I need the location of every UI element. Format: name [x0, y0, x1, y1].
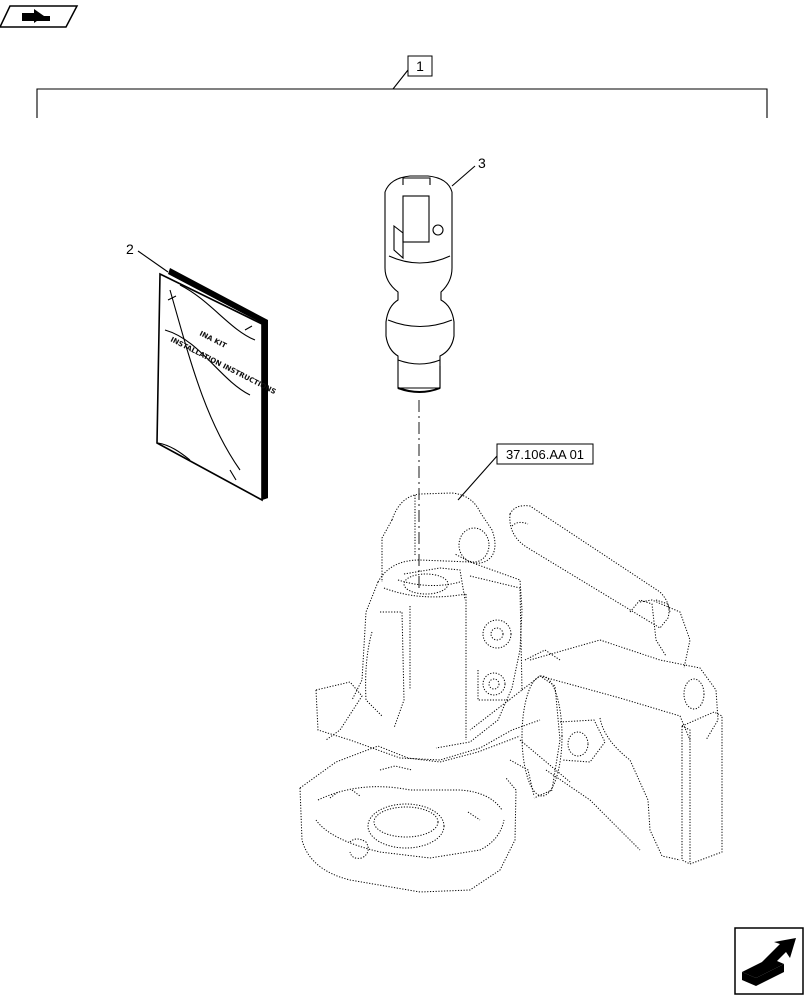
kit-bracket — [36, 69, 768, 118]
next-page-arrow-icon[interactable] — [734, 927, 804, 995]
callout-3-label: 3 — [478, 155, 486, 171]
trailer-hitch-assembly — [299, 492, 723, 893]
callout-2-label: 2 — [126, 241, 134, 257]
installation-manual: INA KIT INSTALLATION INSTRUCTIONS — [156, 268, 277, 502]
callout-1[interactable]: 1 — [407, 55, 433, 77]
callout-1-label: 1 — [416, 58, 424, 74]
coupling-pin — [384, 175, 455, 393]
reference-callout[interactable]: 37.106.AA 01 — [457, 443, 594, 501]
callout-2[interactable]: 2 — [126, 241, 169, 273]
previous-page-arrow-icon[interactable] — [0, 5, 79, 28]
callout-3[interactable]: 3 — [451, 155, 486, 187]
reference-label: 37.106.AA 01 — [506, 447, 584, 462]
